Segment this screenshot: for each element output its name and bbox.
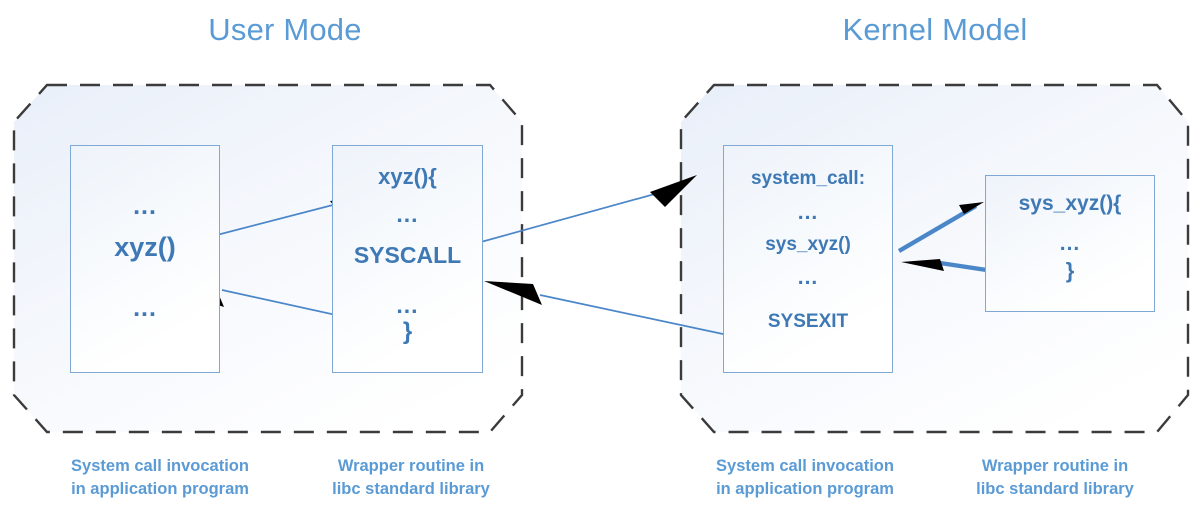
kernel-line-0: system_call:	[750, 168, 866, 189]
caption-kernel-service: Wrapper routine in libc standard library	[976, 457, 1134, 499]
libc-line-0: xyz(){	[378, 164, 437, 189]
service-line-0: sys_xyz(){	[1018, 192, 1122, 215]
service-line-2: }	[1065, 258, 1075, 283]
libc-line-2: SYSCALL	[353, 242, 462, 268]
caption-kernel-dispatch: System call invocation in application pr…	[716, 457, 894, 499]
arrow-kernel-to-libc-line	[539, 294, 738, 338]
libc-line-1: ...	[396, 201, 419, 227]
caption-libc-wrapper: Wrapper routine in libc standard library	[332, 457, 490, 499]
box-application-program[interactable]: ... xyz() ...	[70, 145, 220, 373]
kernel-line-4: SYSEXIT	[767, 311, 849, 332]
caption-application-program: System call invocation in application pr…	[71, 457, 249, 499]
kernel-line-2: sys_xyz()	[765, 234, 851, 255]
libc-line-4: }	[402, 318, 413, 345]
arrow-service-to-dispatch-head	[901, 259, 944, 271]
kernel-line-3: ...	[797, 266, 819, 289]
app-line-1: xyz()	[114, 232, 176, 262]
app-line-0: ...	[133, 192, 157, 220]
app-line-2: ...	[133, 294, 157, 322]
arrow-kernel-to-libc-head	[484, 281, 542, 305]
box-kernel-service[interactable]: sys_xyz(){ ... }	[985, 175, 1155, 312]
libc-line-3: ...	[396, 292, 419, 318]
user-mode-title: User Mode	[208, 12, 362, 47]
kernel-line-1: ...	[797, 201, 819, 224]
box-libc-wrapper[interactable]: xyz(){ ... SYSCALL ... }	[332, 145, 483, 373]
kernel-mode-title: Kernel Model	[842, 12, 1028, 47]
arrow-libc-to-kernel-line	[469, 191, 663, 246]
service-line-1: ...	[1059, 232, 1081, 255]
arrow-libc-to-kernel-head	[650, 175, 697, 207]
arrow-dispatch-to-service-line	[897, 204, 978, 253]
box-kernel-dispatch[interactable]: system_call: ... sys_xyz() ... SYSEXIT	[723, 145, 893, 373]
arrow-dispatch-to-service-head	[959, 202, 984, 214]
